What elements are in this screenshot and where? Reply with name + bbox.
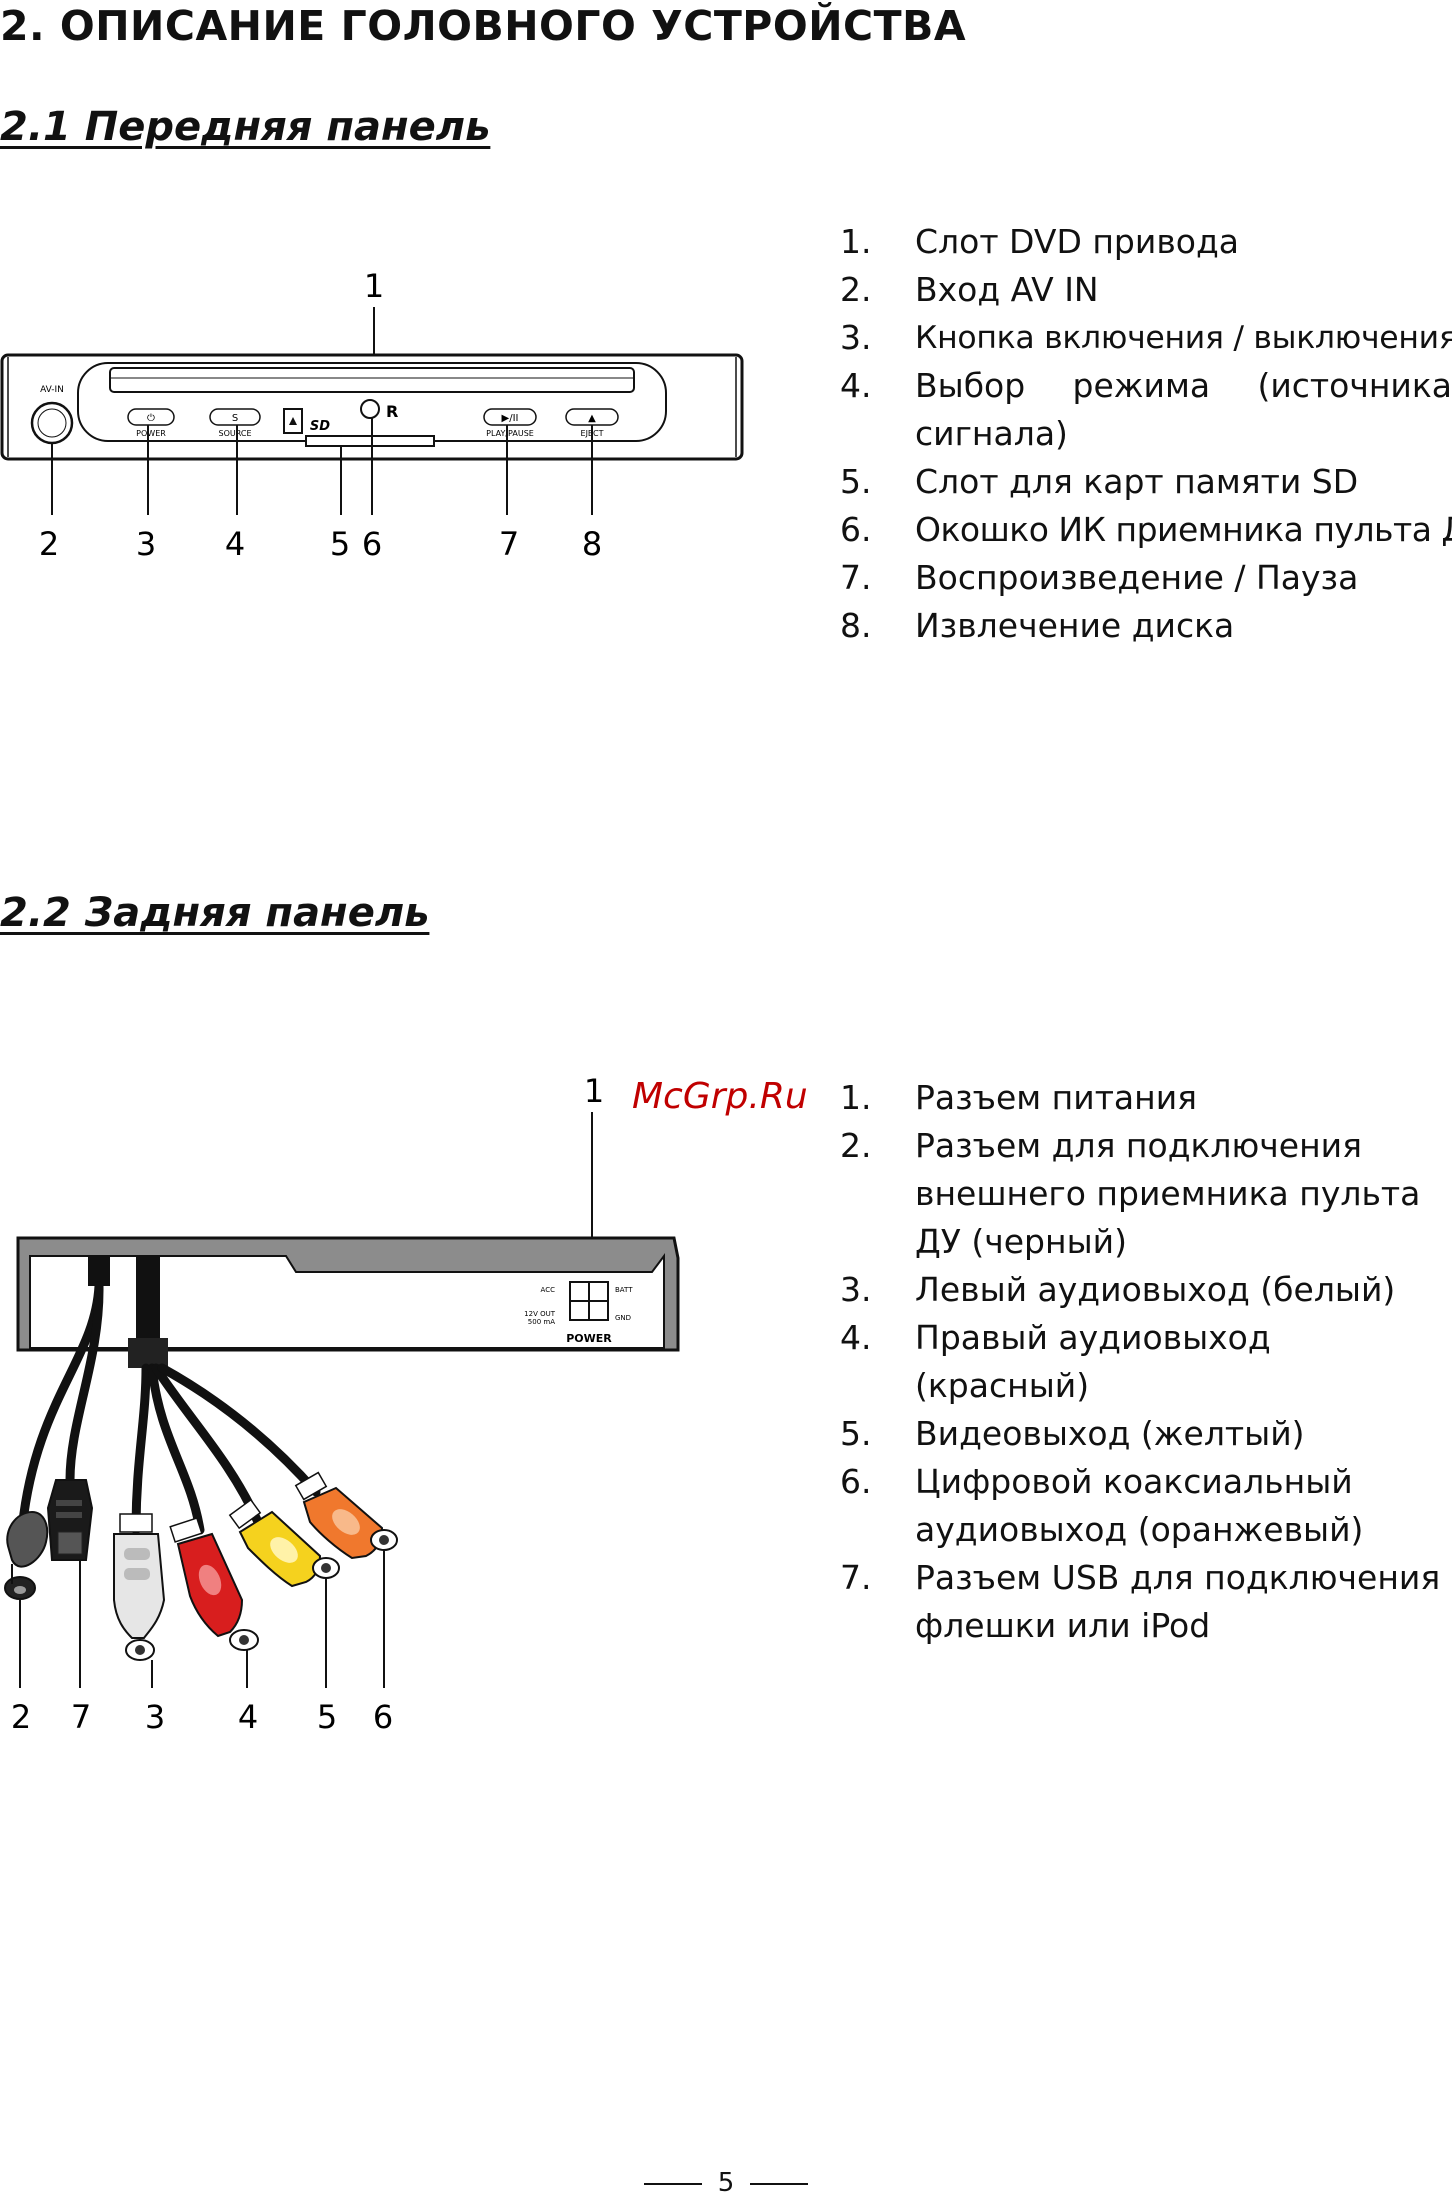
sd-logo: SD: [310, 419, 330, 434]
power-label: POWER: [136, 429, 166, 438]
front-callout-6: 6: [362, 525, 382, 563]
svg-text:▶/II: ▶/II: [502, 413, 519, 424]
front-callout-5: 5: [330, 525, 350, 563]
footer-rule-right: [750, 2182, 809, 2185]
list-item: 4.Выбор режима (источника сигнала): [840, 366, 1452, 453]
ir-receiver-plug: [4, 1510, 49, 1600]
av-in-label: AV-IN: [40, 385, 64, 395]
source-button[interactable]: [209, 408, 261, 426]
front-callout-1: 1: [364, 267, 384, 305]
list-item: 6.Окошко ИК приемника пульта ДУ: [840, 510, 1452, 549]
play-pause-button[interactable]: [483, 408, 537, 426]
rear-panel-title: 2.2 Задняя панель: [0, 890, 430, 936]
yellow-video-plug: [228, 1498, 340, 1588]
front-callout-3: 3: [136, 525, 156, 563]
rear-callout-4: 4: [238, 1698, 258, 1736]
front-panel-title: 2.1 Передняя панель: [0, 104, 491, 150]
rear-panel-diagram: 1 ACC BATT 12V OUT 500 mA GND POWER: [4, 1072, 680, 1736]
orange-coaxial-plug: [294, 1471, 398, 1560]
svg-text:R: R: [386, 402, 398, 421]
power-connector-label: POWER: [566, 1332, 612, 1345]
svg-text:⏻: ⏻: [147, 413, 155, 424]
page-heading: 2. ОПИСАНИЕ ГОЛОВНОГО УСТРОЙСТВА: [0, 2, 967, 50]
list-item: 3.Левый аудиовыход (белый): [840, 1270, 1396, 1309]
rear-callout-5: 5: [317, 1698, 337, 1736]
front-panel-diagram: 1 AV-IN ⏻ POWER S SOURCE SD R ▶/II PLAY/…: [0, 267, 744, 563]
out-label-2: 500 mA: [528, 1318, 555, 1326]
rear-callout-2: 2: [11, 1698, 31, 1736]
red-audio-plug: [169, 1517, 259, 1651]
list-item: 1.Слот DVD привода: [840, 222, 1239, 261]
front-callout-7: 7: [499, 525, 519, 563]
sd-slot: [305, 435, 435, 447]
usb-connector: [46, 1479, 94, 1561]
list-item: 8.Извлечение диска: [840, 606, 1235, 645]
rear-panel-list: 1.Разъем питания 2.Разъем для подключени…: [840, 1074, 1452, 1650]
watermark: McGrp.Ru: [632, 1076, 808, 1117]
white-audio-plug: [113, 1513, 166, 1661]
rear-callout-7: 7: [71, 1698, 91, 1736]
list-item: 5.Видеовыход (желтый): [840, 1414, 1305, 1453]
ir-window: [360, 399, 380, 419]
source-label: SOURCE: [218, 429, 251, 438]
list-item: 2.Разъем для подключения внешнего приемн…: [840, 1126, 1421, 1261]
list-item: 2.Вход AV IN: [840, 270, 1099, 309]
rear-callout-3: 3: [145, 1698, 165, 1736]
svg-text:▲: ▲: [588, 413, 596, 424]
play-pause-label: PLAY/PAUSE: [486, 429, 534, 438]
rear-callout-1: 1: [584, 1072, 604, 1110]
list-item: 7.Разъем USB для подключения флешки или …: [840, 1558, 1441, 1645]
source-symbol: S: [232, 413, 238, 424]
front-callout-4: 4: [225, 525, 245, 563]
batt-label: BATT: [615, 1286, 633, 1294]
list-item: 5.Слот для карт памяти SD: [840, 462, 1359, 501]
front-callout-8: 8: [582, 525, 602, 563]
list-item: 3.Кнопка включения / выключения: [840, 318, 1452, 357]
list-item: 1.Разъем питания: [840, 1078, 1198, 1117]
page-footer: 5: [0, 2168, 1452, 2198]
power-button[interactable]: [127, 408, 175, 426]
footer-rule-left: [643, 2182, 702, 2185]
rear-callout-6: 6: [373, 1698, 393, 1736]
out-label-1: 12V OUT: [524, 1310, 556, 1318]
dvd-slot: [109, 367, 635, 393]
front-callout-2: 2: [39, 525, 59, 563]
list-item: 7.Воспроизведение / Пауза: [840, 558, 1359, 597]
front-panel-list: 1.Слот DVD привода 2.Вход AV IN 3.Кнопка…: [840, 218, 1452, 650]
gnd-label: GND: [615, 1314, 631, 1322]
list-item: 6.Цифровой коаксиальный аудиовыход (оран…: [840, 1462, 1364, 1549]
list-item: 4.Правый аудиовыход (красный): [840, 1318, 1271, 1405]
acc-label: ACC: [541, 1286, 556, 1294]
page-number: 5: [717, 2168, 735, 2198]
